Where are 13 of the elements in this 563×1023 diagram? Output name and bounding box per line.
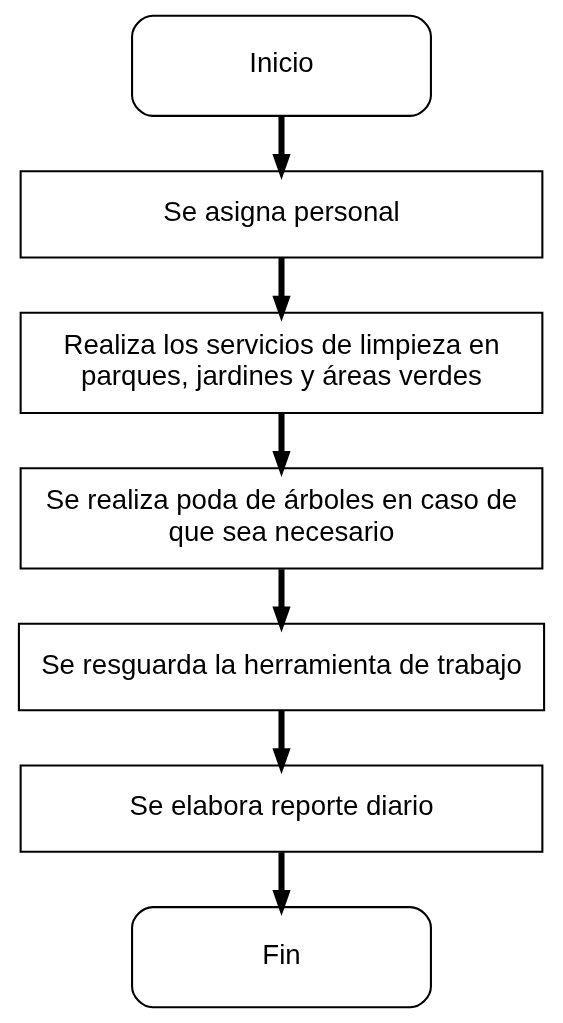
node-box: Se elabora reporte diario <box>19 764 544 853</box>
arrow <box>272 710 291 775</box>
arrow <box>272 413 291 477</box>
node-box: Se asigna personal <box>19 170 544 259</box>
node-box: Se resguarda la herramienta de trabajo <box>17 622 546 712</box>
arrow <box>272 569 291 633</box>
node-box: Inicio <box>131 14 432 117</box>
arrow <box>272 852 291 917</box>
node-box: Fin <box>131 906 432 1009</box>
node-box: Realiza los servicios de limpieza en parques, jardines y áreas verdes <box>19 311 544 415</box>
node-box: Se realiza poda de árboles en caso de que sea necesario <box>19 467 544 570</box>
arrow <box>272 116 291 180</box>
arrow <box>272 258 291 322</box>
